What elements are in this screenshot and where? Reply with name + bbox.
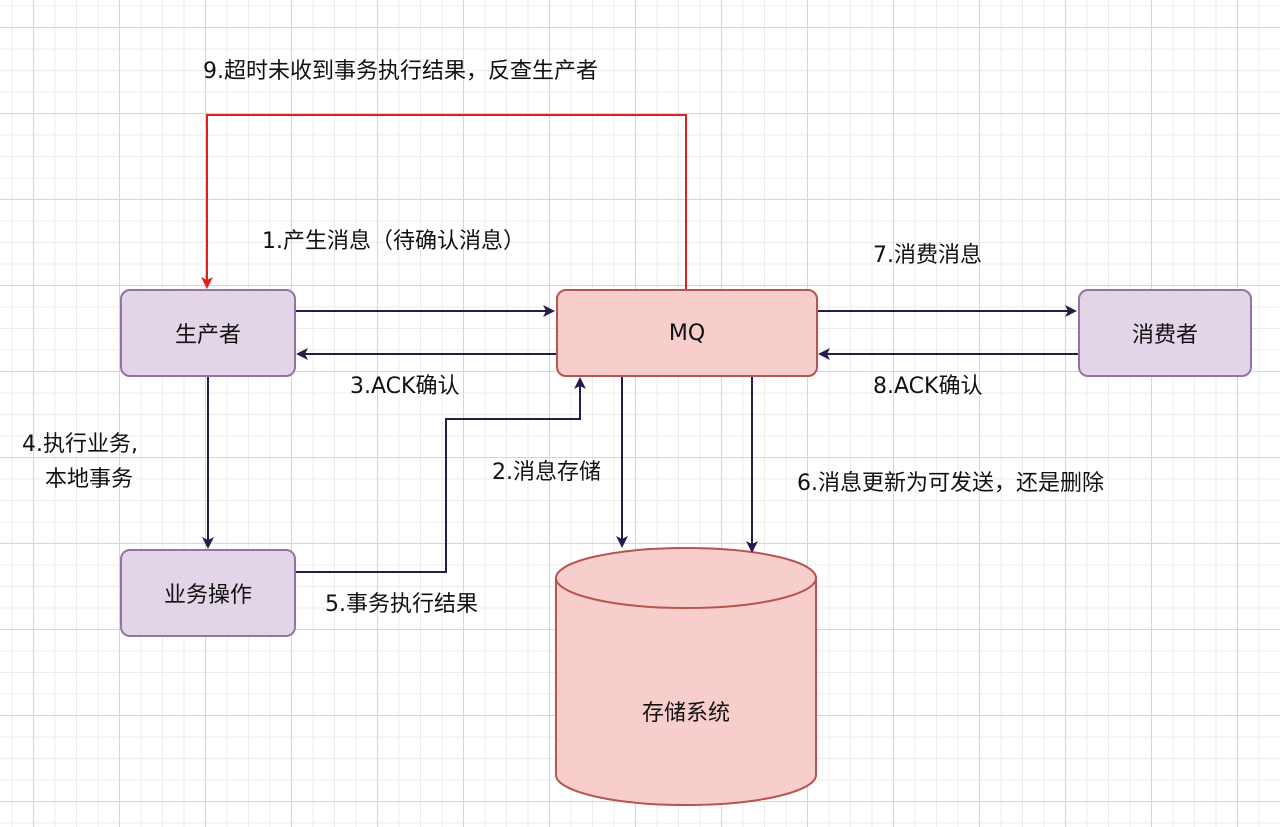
step3-label: 3.ACK确认: [350, 374, 460, 399]
business-label: 业务操作: [163, 583, 252, 608]
step2-label: 2.消息存储: [492, 460, 601, 485]
storage-cylinder[interactable]: [555, 547, 817, 806]
step1-label: 1.产生消息（待确认消息）: [262, 229, 525, 254]
consumer-node[interactable]: 消费者: [1078, 289, 1252, 377]
producer-node[interactable]: 生产者: [120, 289, 296, 377]
mq-label: MQ: [668, 320, 706, 346]
arrow-transaction-result: [296, 377, 586, 573]
mq-node[interactable]: MQ: [556, 289, 818, 377]
step4-label-line1: 4.执行业务,: [22, 432, 138, 457]
business-node[interactable]: 业务操作: [120, 549, 296, 637]
arrow-check-back-producer: [201, 114, 687, 289]
consumer-label: 消费者: [1131, 323, 1198, 348]
step6-label: 6.消息更新为可发送，还是删除: [797, 471, 1104, 496]
step5-label: 5.事务执行结果: [325, 592, 478, 617]
step8-label: 8.ACK确认: [873, 374, 983, 399]
storage-label: 存储系统: [641, 701, 730, 726]
producer-label: 生产者: [174, 323, 241, 348]
step4-label-line2: 本地事务: [45, 467, 134, 492]
step7-label: 7.消费消息: [873, 243, 982, 268]
step9-label: 9.超时未收到事务执行结果，反查生产者: [203, 59, 598, 84]
